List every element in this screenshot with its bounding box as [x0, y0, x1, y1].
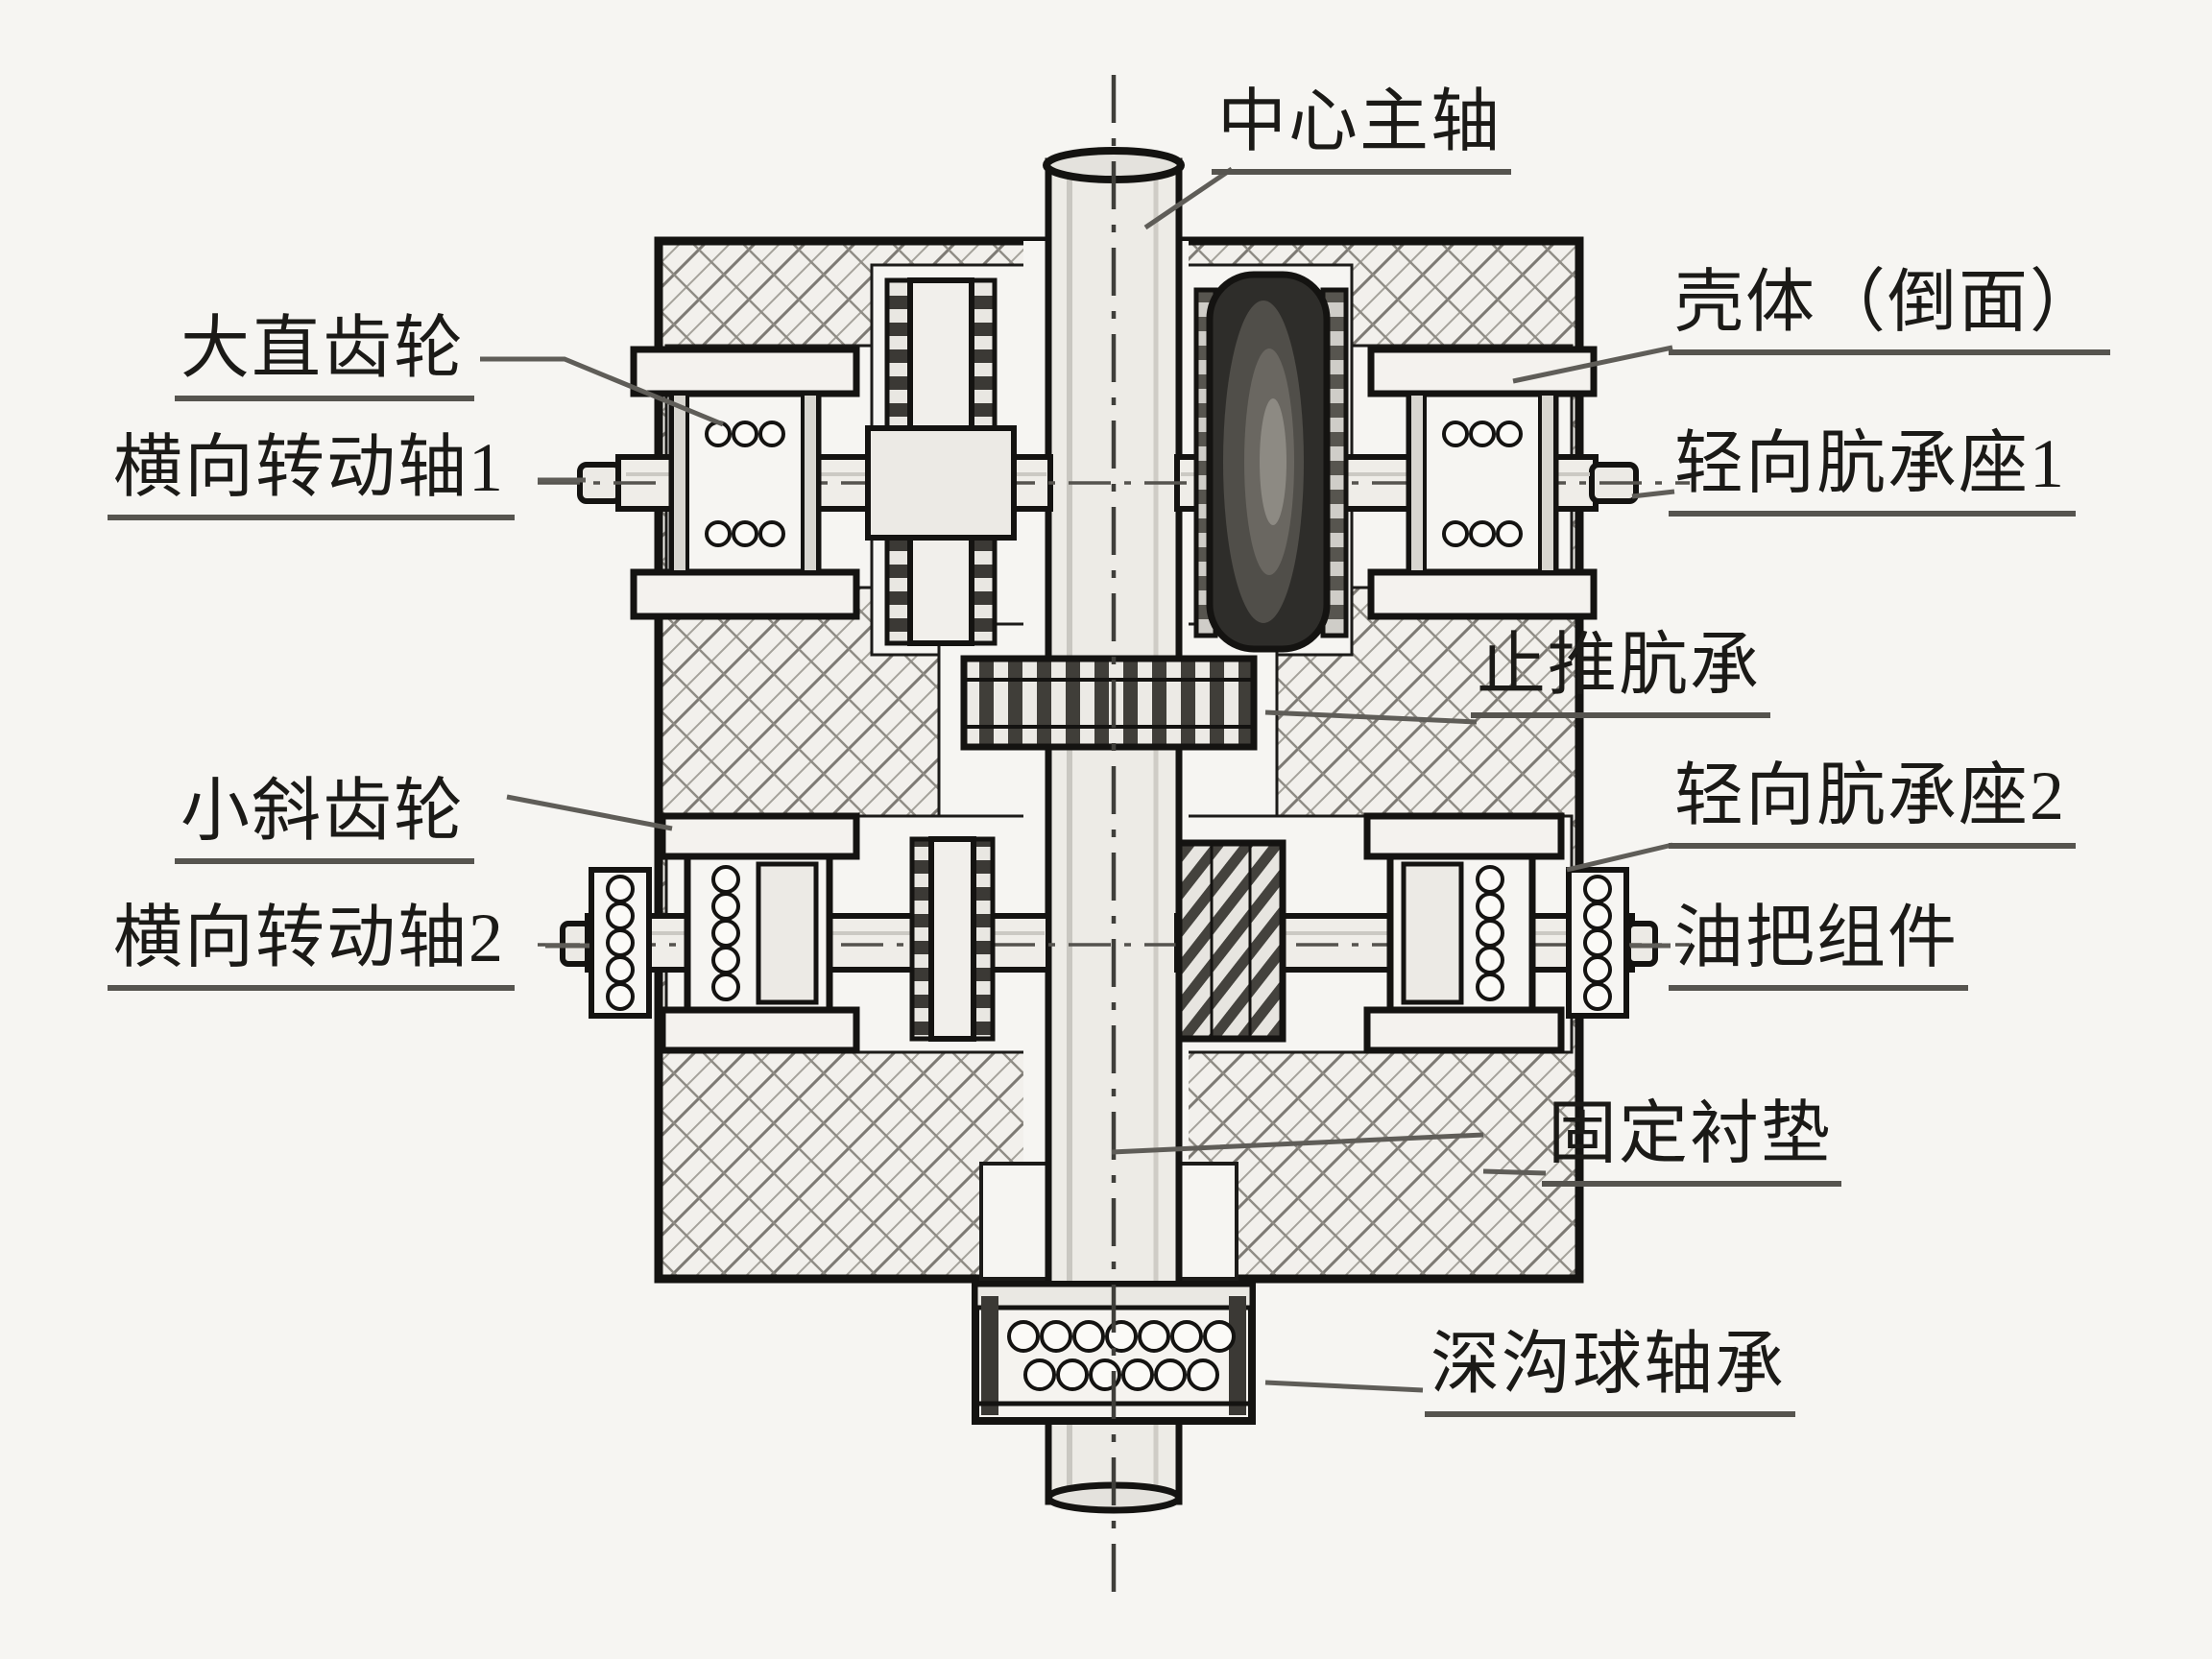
ball-bearing-lower-left-outer — [589, 867, 652, 1019]
large-gear-hub — [865, 425, 1017, 541]
leader-center-main-shaft — [1143, 166, 1234, 230]
oil-seal-assembly-part — [1566, 867, 1629, 1019]
label-deep-groove-ball-bearing: 深沟球轴承 — [1425, 1328, 1796, 1417]
bearing-seat-top-right — [1367, 346, 1598, 620]
label-thrust-bearing: 止推肮承 — [1471, 629, 1771, 718]
label-radial-bearing-seat-1: 轻向肮承座1 — [1669, 427, 2077, 517]
large-spur-gear-part — [865, 277, 1017, 646]
label-transverse-shaft-2: 横向转动轴2 — [108, 902, 516, 991]
bearing-seat-top-left — [630, 346, 860, 620]
small-gear-part — [909, 836, 996, 1042]
leader-large-spur-gear — [480, 356, 724, 427]
thrust-bearing-part — [960, 655, 1258, 751]
leader-thrust-bearing — [1264, 709, 1478, 725]
bearing-seat-lower-left — [659, 812, 860, 1054]
bearing-seat-lower-right — [1363, 812, 1565, 1054]
label-center-main-shaft: 中心主轴 — [1212, 85, 1512, 175]
leader-radial-bearing-seat-1 — [1631, 489, 1675, 499]
label-radial-bearing-seat-2: 轻向肮承座2 — [1669, 759, 2077, 849]
leader-lines — [480, 166, 1675, 1393]
label-oil-seal-assembly: 油把组件 — [1669, 902, 1969, 991]
leader-deep-groove-ball-bearing — [1264, 1380, 1424, 1393]
leader-radial-bearing-seat-2 — [1566, 842, 1673, 873]
bearing-left-seal — [981, 1296, 998, 1415]
bearing-right-seal — [1229, 1296, 1246, 1415]
leader-housing-section — [1512, 345, 1673, 384]
label-housing-section: 壳体（倒面） — [1669, 266, 2111, 355]
label-large-spur-gear: 大直齿轮 — [175, 312, 475, 401]
dark-gear-part — [1193, 271, 1349, 653]
leader-small-helical-gear — [506, 794, 673, 831]
small-helical-gear-part — [1175, 839, 1286, 1043]
leader-fixing-pad — [1111, 1132, 1547, 1176]
label-small-helical-gear: 小斜齿轮 — [175, 775, 475, 864]
label-fixing-pad: 固定衬垫 — [1542, 1097, 1842, 1187]
label-transverse-shaft-1: 横向转动轴1 — [108, 431, 516, 520]
